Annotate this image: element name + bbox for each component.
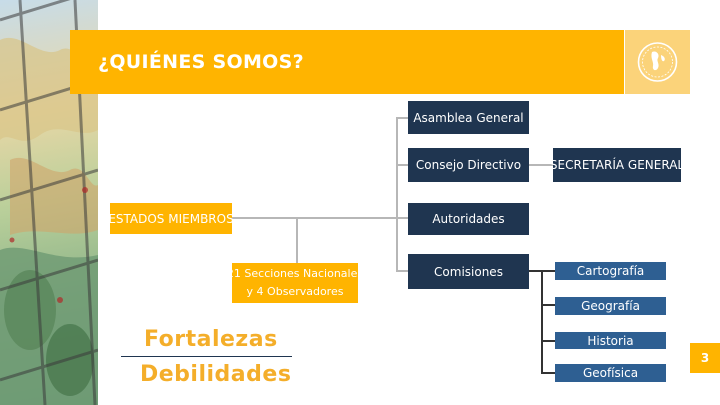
geofisica-box: Geofísica <box>555 364 666 382</box>
secretaria-general-box: SECRETARÍA GENERAL <box>550 148 684 182</box>
swot-divider <box>121 356 292 357</box>
page-title: ¿QUIÉNES SOMOS? <box>98 51 304 73</box>
asamblea-general-box: Asamblea General <box>408 101 529 134</box>
connector-estados-horizontal <box>232 217 408 219</box>
connector-commissions-vertical <box>541 270 543 373</box>
connector-secciones-vertical <box>296 219 298 263</box>
estados-miembros-box: ESTADOS MIEMBROS <box>108 203 234 234</box>
map-grid-illustration <box>0 0 98 405</box>
secciones-nacionales-box: 21 Secciones Nacionales y 4 Observadores <box>227 263 363 303</box>
comisiones-box: Comisiones <box>408 254 529 289</box>
connector-to-asamblea <box>396 117 408 119</box>
institution-seal <box>625 30 690 94</box>
observadores-label: y 4 Observadores <box>246 285 344 298</box>
connector-to-geofisica <box>541 372 555 374</box>
strengths-heading: Fortalezas <box>144 327 278 352</box>
connector-main-vertical <box>396 117 398 271</box>
title-banner <box>70 30 624 94</box>
connector-to-geografia <box>541 304 555 306</box>
secciones-nacionales-label: 21 Secciones Nacionales <box>226 267 364 280</box>
page-number-badge: 3 <box>690 343 720 373</box>
connector-consejo-secretaria <box>529 164 553 166</box>
weaknesses-heading: Debilidades <box>140 362 292 387</box>
cartografia-box: Cartografía <box>555 262 666 280</box>
historia-box: Historia <box>555 332 666 349</box>
geografia-box: Geografía <box>555 297 666 315</box>
connector-to-historia <box>541 340 555 342</box>
consejo-directivo-box: Consejo Directivo <box>408 148 529 182</box>
autoridades-box: Autoridades <box>408 203 529 235</box>
connector-comisiones-cartografia <box>529 270 555 272</box>
globe-seal-icon <box>637 42 678 82</box>
connector-to-consejo <box>396 164 408 166</box>
connector-to-comisiones <box>396 270 408 272</box>
